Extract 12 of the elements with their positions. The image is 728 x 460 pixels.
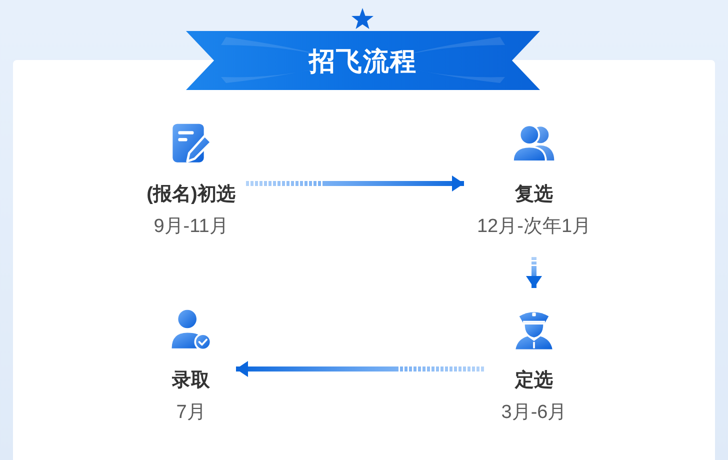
- step-title: (报名)初选: [146, 184, 236, 206]
- step-date: 3月-6月: [501, 402, 567, 424]
- step-date: 12月-次年1月: [476, 216, 592, 238]
- arrow: [526, 257, 542, 288]
- step-title: 定选: [515, 370, 553, 392]
- title: 招飞流程: [309, 46, 417, 76]
- step-title: 录取: [172, 370, 210, 392]
- arrow: [246, 176, 464, 192]
- step-title: 复选: [515, 184, 553, 206]
- step-date: 7月: [176, 402, 206, 424]
- arrow: [236, 361, 484, 377]
- step-date: 9月-11月: [154, 216, 228, 238]
